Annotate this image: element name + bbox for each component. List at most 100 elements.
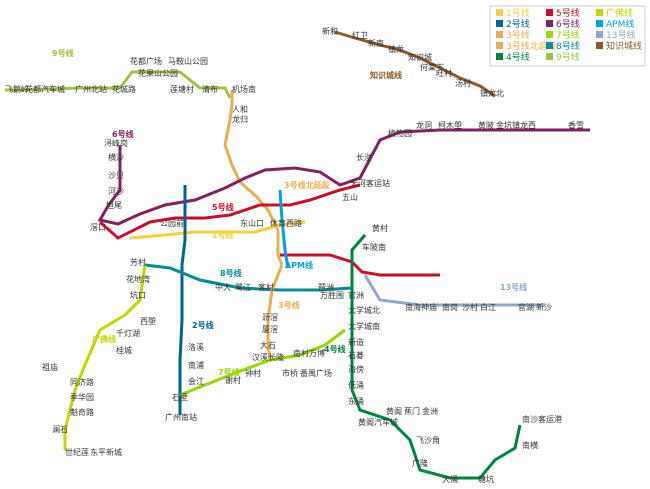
station-label[interactable]: 蕉门 [404,406,420,416]
station-label[interactable]: 厦滘 [262,325,278,334]
station-label[interactable]: 镇龙北 [480,88,504,98]
station-label[interactable]: 沥滘 [262,313,278,322]
station-label[interactable]: 魁奇路 [70,407,94,417]
station-label[interactable]: 千灯湖 [116,328,140,338]
station-label[interactable]: 东平新城 [90,447,122,457]
line-2-track[interactable] [178,185,187,415]
station-label[interactable]: 石碁 [348,350,364,360]
station-label[interactable]: 大学城南 [348,321,380,331]
station-label[interactable]: 香雪 [568,120,584,130]
station-label[interactable]: 钟村 [245,368,261,378]
station-label[interactable]: 新南 [368,38,384,48]
station-label[interactable]: 公园前 [160,218,184,228]
station-label[interactable]: 知识城 [408,52,432,62]
station-label[interactable]: 坦尾 [106,201,122,210]
station-label[interactable]: 花果山公园 [138,68,178,78]
station-label[interactable]: 黄村 [372,223,388,233]
station-label[interactable]: 南浦 [188,360,204,370]
station-label[interactable]: 汤村 [455,78,471,88]
station-label[interactable]: 植物园 [388,128,412,138]
station-label[interactable]: 大学城北 [348,305,380,315]
station-label[interactable]: 车陂南 [362,242,386,252]
station-label[interactable]: 花都汽车城 [25,84,65,94]
line-5-track[interactable] [99,183,361,240]
station-label[interactable]: 浔峰岗 [104,138,128,148]
station-label[interactable]: 汉溪长隆 [252,352,284,362]
station-label[interactable]: 市桥 [282,368,298,378]
station-label[interactable]: 祖庙 [42,362,58,372]
line-5-east-track[interactable] [280,253,440,277]
line-6-track[interactable] [97,128,590,226]
station-label[interactable]: 东山口 [240,218,264,228]
station-label[interactable]: 季华园 [70,392,94,402]
station-label[interactable]: 南岗 [442,302,458,312]
station-label[interactable]: 石壁 [172,392,188,402]
station-label[interactable]: 坑口 [130,290,146,300]
station-label[interactable]: 官湖 [518,302,534,312]
station-label[interactable]: 客村 [258,282,274,292]
station-label[interactable]: 番禺广场 [300,368,332,378]
station-label[interactable]: 机场南 [232,84,256,94]
station-label[interactable]: 飞鹅岭 [5,84,29,94]
station-label[interactable]: 金洲 [422,406,438,416]
station-label[interactable]: 沙村 [462,302,478,312]
line-guangfo-track[interactable] [63,264,147,450]
station-label[interactable]: 南村万博 [293,348,325,358]
station-label[interactable]: 中大 [215,282,231,292]
station-label[interactable]: 花城路 [112,84,136,94]
station-label[interactable]: 黄阁汽车城 [358,417,398,427]
station-label[interactable]: 广州北站 [75,84,107,94]
station-label[interactable]: 低涌 [348,380,364,390]
station-label[interactable]: 西塱 [140,316,156,326]
station-label[interactable]: 洛溪 [188,342,204,352]
station-label[interactable]: 同济路 [70,377,94,387]
station-label[interactable]: 塘坑 [478,474,494,484]
station-label[interactable]: 世纪莲 [65,447,89,457]
station-label[interactable]: 大涌 [442,474,458,484]
station-label[interactable]: 黄阁 [386,406,402,416]
line-1-track[interactable] [129,220,306,240]
line-4-track[interactable] [350,234,522,480]
station-label[interactable]: 白江 [480,302,496,312]
station-label[interactable]: 花地湾 [126,274,150,284]
station-label[interactable]: 桂城 [116,345,132,355]
line-zhishicheng-track[interactable] [334,30,496,98]
station-label[interactable]: 琶洲 [318,283,334,292]
station-label[interactable]: 镇龙西 [512,120,536,130]
line-9-track[interactable] [5,70,232,99]
line-apm-track[interactable] [278,189,290,269]
station-label[interactable]: 东涌 [348,396,364,406]
station-label[interactable]: 河沙 [108,186,124,196]
station-label[interactable]: 万胜围 [320,290,344,300]
station-label[interactable]: 芳村 [130,257,146,267]
station-label[interactable]: 新沙 [536,302,552,312]
station-label[interactable]: 马鞍山公园 [168,56,208,66]
station-label[interactable]: 海傍 [348,364,364,374]
station-label[interactable]: 龙洞 [416,120,432,130]
line-3-south-track[interactable] [266,264,284,361]
station-label[interactable]: 澜石 [52,425,68,434]
station-label[interactable]: 广隆 [412,458,428,468]
station-label[interactable]: 清布 [202,84,218,94]
station-label[interactable]: 南横 [522,440,538,450]
station-label[interactable]: 飞沙角 [416,435,440,445]
station-label[interactable]: 新和 [322,26,338,36]
line-13-track[interactable] [363,274,545,307]
station-label[interactable]: 大石 [260,340,276,350]
station-label[interactable]: 莲塘村 [170,84,194,94]
station-label[interactable]: 谢村 [225,375,241,385]
station-label[interactable]: 沙贝 [108,171,124,180]
station-label[interactable]: 何棠下 [420,62,444,72]
station-label[interactable]: 柯木塱 [438,120,462,130]
station-label[interactable]: 金坑 [496,120,512,130]
line-8-track[interactable] [144,263,353,292]
station-label[interactable]: 南海神庙 [405,302,437,312]
station-label[interactable]: 新造 [348,337,364,347]
station-label[interactable]: 镇龙 [388,44,404,54]
station-label[interactable]: 龙归 [232,114,248,124]
station-label[interactable]: 广州南站 [165,412,197,422]
station-label[interactable]: 黄陂 [478,120,494,130]
station-label[interactable]: 会江 [188,376,204,386]
station-label[interactable]: 体育西路 [270,218,302,228]
station-label[interactable]: 花都广场 [130,56,162,66]
